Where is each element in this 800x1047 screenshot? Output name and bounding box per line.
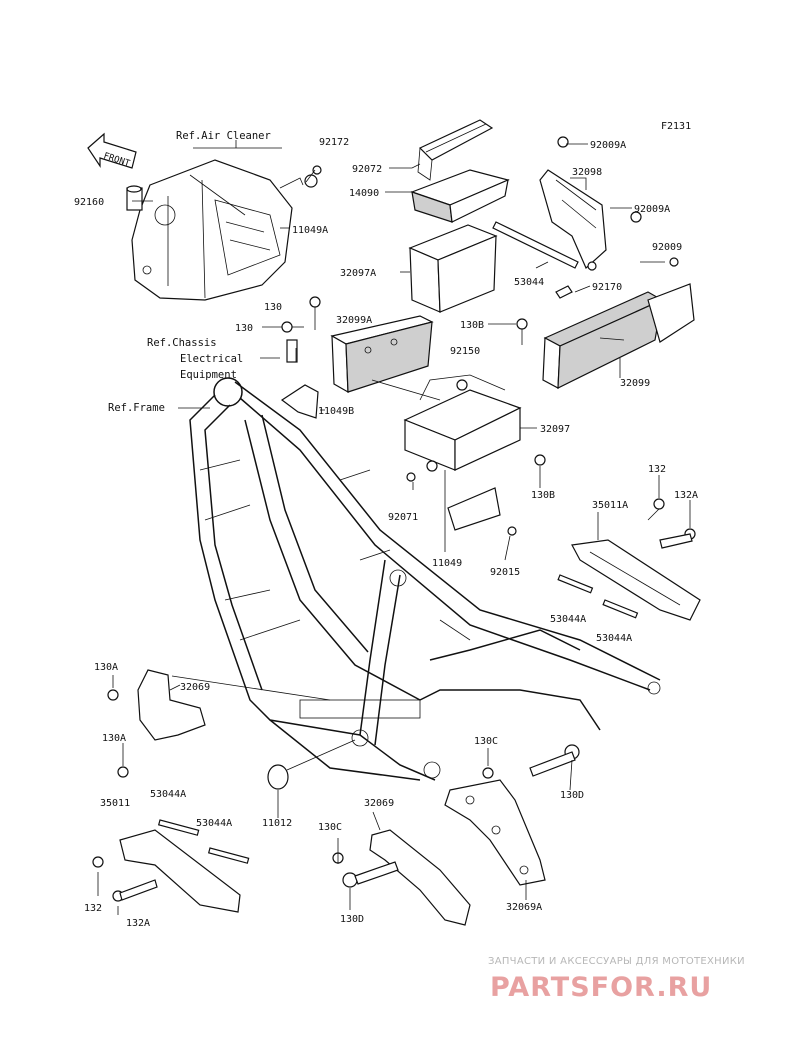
part-label: 130A xyxy=(94,662,118,673)
part-label: 32069 xyxy=(364,798,394,809)
part-label: 130 xyxy=(235,323,253,334)
watermark-brand: PARTSFOR.RU xyxy=(490,972,712,1003)
part-92072-battery-band xyxy=(417,119,494,181)
air-cleaner-housing xyxy=(131,159,293,301)
part-label: 35011A xyxy=(592,500,628,511)
part-32099A-side-cover xyxy=(330,315,434,394)
part-label: 32099 xyxy=(620,378,650,389)
ref-chassis-label-line1: Ref.Chassis xyxy=(147,337,217,349)
leader-lines xyxy=(97,140,691,915)
front-arrow-icon: FRONT xyxy=(87,132,137,169)
part-label: 130B xyxy=(531,490,555,501)
part-label: 32069 xyxy=(180,682,210,693)
part-11049B-bracket xyxy=(280,384,319,419)
ref-chassis-label-line3: Equipment xyxy=(180,369,237,381)
part-label: 92015 xyxy=(490,567,520,578)
part-11049-bracket xyxy=(447,487,501,531)
part-32069-bracket-bottom xyxy=(332,829,471,926)
bolts-130-icon xyxy=(281,296,546,536)
part-label: 130B xyxy=(460,320,484,331)
part-label: 92160 xyxy=(74,197,104,208)
part-label: 11049A xyxy=(292,225,328,236)
part-label: 92009A xyxy=(634,204,670,215)
part-label: 130C xyxy=(474,736,498,747)
part-label: 35011 xyxy=(100,798,130,809)
part-label: 32098 xyxy=(572,167,602,178)
figure-code: F2131 xyxy=(661,121,691,132)
part-label: 53044A xyxy=(196,818,232,829)
part-label: 11049B xyxy=(318,406,354,417)
part-label: 53044A xyxy=(550,614,586,625)
part-label: 11012 xyxy=(262,818,292,829)
part-92009-bolt-icon xyxy=(669,257,679,267)
part-35011A-footrest-bracket xyxy=(557,498,701,621)
part-label: 11049 xyxy=(432,558,462,569)
motorcycle-frame xyxy=(189,377,661,781)
watermark-tagline: ЗАПЧАСТИ И АКСЕССУАРЫ ДЛЯ МОТОТЕХНИКИ xyxy=(488,956,745,967)
part-label: 130A xyxy=(102,733,126,744)
part-label: 32097 xyxy=(540,424,570,435)
part-label: 130C xyxy=(318,822,342,833)
ref-chassis-label-line2: Electrical xyxy=(180,353,243,365)
part-92160-damper xyxy=(126,185,143,211)
part-label: 53044A xyxy=(150,789,186,800)
part-label: 130 xyxy=(264,302,282,313)
part-label: 92172 xyxy=(319,137,349,148)
part-32069-bracket-left xyxy=(107,669,206,778)
part-32098-battery-bracket xyxy=(539,136,642,271)
part-label: 53044 xyxy=(514,277,544,288)
part-32097A-battery-case xyxy=(408,224,498,313)
part-label: 92009A xyxy=(590,140,626,151)
part-label: 32099A xyxy=(336,315,372,326)
part-label: 132 xyxy=(648,464,666,475)
part-label: 92170 xyxy=(592,282,622,293)
part-label: 92072 xyxy=(352,164,382,175)
ref-air-cleaner-label: Ref.Air Cleaner xyxy=(176,130,271,142)
part-32069A-footrest-bracket xyxy=(444,744,580,886)
part-label: 92150 xyxy=(450,346,480,357)
part-32099-side-cover xyxy=(542,283,695,389)
part-label: 32069A xyxy=(506,902,542,913)
part-14090-battery-cover xyxy=(410,169,510,223)
part-92170-clamp-icon xyxy=(555,285,573,299)
part-label: 130D xyxy=(340,914,364,925)
part-92172-screw-icon xyxy=(279,165,322,189)
part-32097-battery-tray xyxy=(403,374,522,471)
part-53044-rod xyxy=(492,221,579,269)
part-label: 14090 xyxy=(349,188,379,199)
part-label: 132A xyxy=(126,918,150,929)
ref-frame-label: Ref.Frame xyxy=(108,402,165,414)
part-35011-footrest-bracket-left xyxy=(92,819,250,913)
part-label: 92009 xyxy=(652,242,682,253)
part-11012-grommet xyxy=(267,764,289,790)
part-label: 132A xyxy=(674,490,698,501)
part-label: 92071 xyxy=(388,512,418,523)
part-label: 132 xyxy=(84,903,102,914)
part-label: 130D xyxy=(560,790,584,801)
part-label: 53044A xyxy=(596,633,632,644)
part-label: 32097A xyxy=(340,268,376,279)
